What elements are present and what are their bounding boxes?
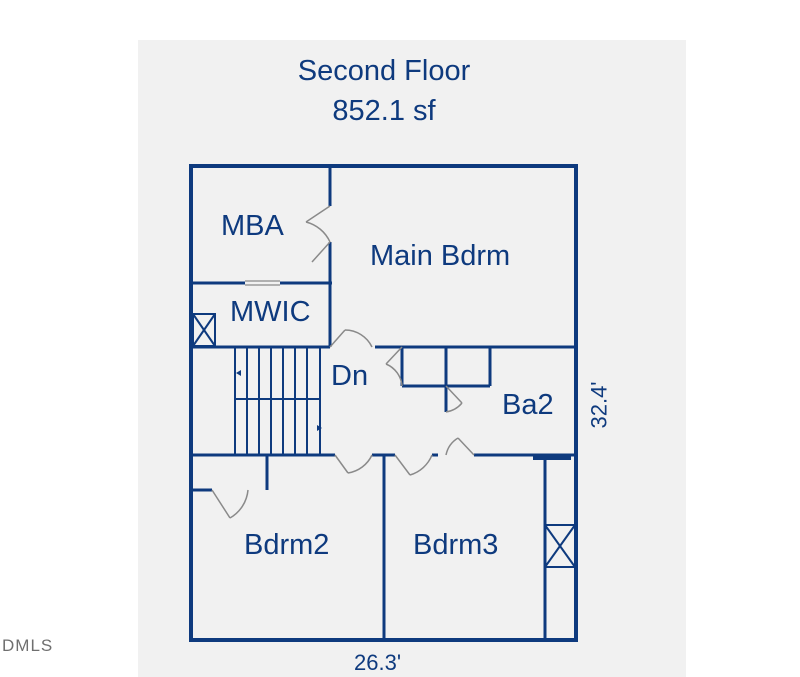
room-label-main-bdrm: Main Bdrm [370,240,511,272]
staircase [234,347,321,455]
floor-title: Second Floor [297,55,471,87]
floor-area: 852.1 sf [332,95,436,127]
flue-box-right [544,524,576,568]
interior-walls [191,166,576,640]
mls-watermark: DMLS [2,636,54,655]
width-dimension: 26.3' [354,650,402,675]
room-label-bdrm3: Bdrm3 [413,529,499,561]
room-label-mwic: MWIC [230,296,311,328]
room-label-ba2: Ba2 [502,389,554,421]
stair-arrows [236,370,322,431]
room-label-dn: Dn [331,360,369,392]
depth-dimension: 32.4' [586,381,612,429]
room-label-mba: MBA [221,210,284,242]
ba2-fixture [533,455,571,460]
room-label-bdrm2: Bdrm2 [244,529,330,561]
closet-slider [245,280,280,286]
floorplan-panel [138,40,686,677]
flue-box-left [192,313,216,347]
door-swings [211,205,475,519]
